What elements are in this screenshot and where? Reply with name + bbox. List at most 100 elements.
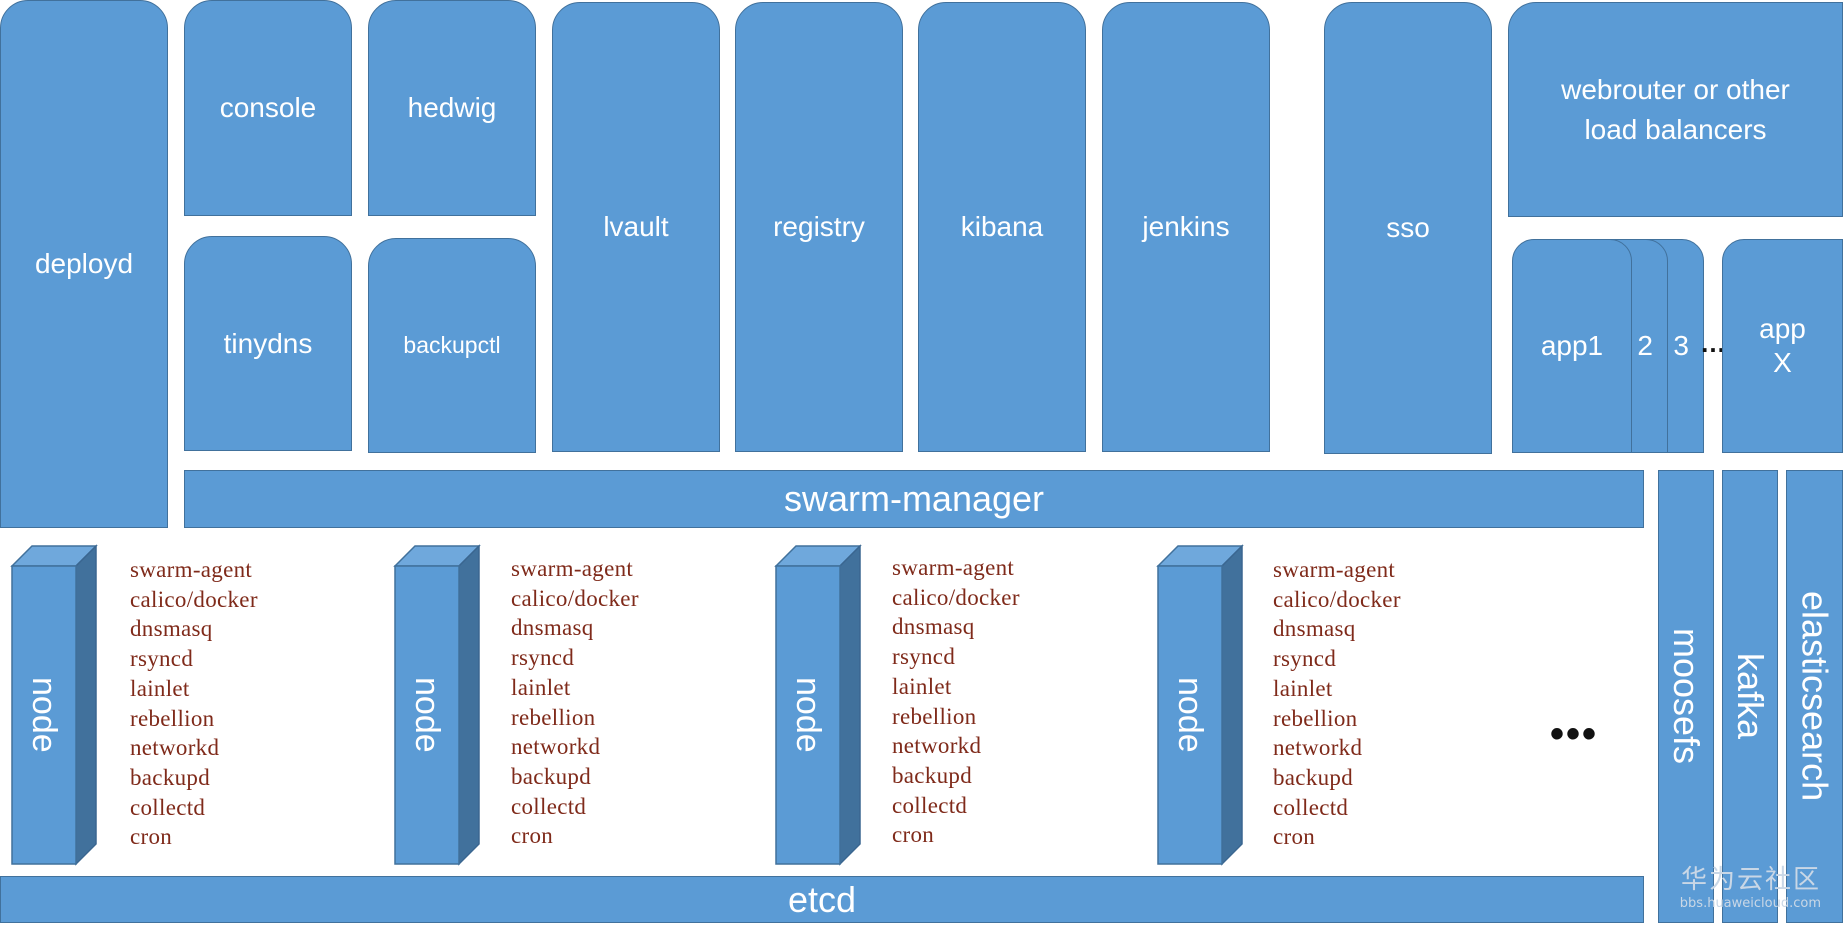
node-2-service-list: swarm-agent calico/docker dnsmasq rsyncd…: [511, 554, 639, 851]
console-block: console: [184, 0, 352, 216]
service-item: lainlet: [130, 675, 190, 701]
watermark-url: bbs.huaweicloud.com: [1679, 896, 1821, 911]
service-item: lainlet: [511, 674, 571, 700]
service-item: cron: [1273, 824, 1316, 850]
app-ellipsis: …: [1700, 328, 1726, 358]
service-item: rebellion: [892, 703, 977, 729]
app1-block: app1: [1512, 239, 1632, 453]
appx-label-line1: app: [1759, 313, 1806, 345]
swarm-manager-bar: swarm-manager: [184, 470, 1644, 528]
tinydns-label: tinydns: [223, 327, 313, 359]
etcd-bar: etcd: [0, 876, 1644, 923]
app3-label: 3: [1673, 330, 1689, 362]
service-item: rebellion: [1273, 705, 1358, 731]
registry-label: registry: [773, 211, 865, 243]
service-item: lainlet: [1273, 675, 1333, 701]
service-item: rsyncd: [1273, 646, 1337, 672]
node-4-service-list: swarm-agent calico/docker dnsmasq rsyncd…: [1273, 555, 1401, 852]
webrouter-label: webrouter or other load balancers: [1561, 74, 1790, 145]
service-item: dnsmasq: [1273, 616, 1356, 642]
service-item: swarm-agent: [130, 557, 253, 582]
kafka-label: kafka: [1730, 653, 1771, 740]
cube-2-icon: [393, 544, 481, 866]
lvault-label: lvault: [603, 211, 669, 243]
service-item: calico/docker: [1273, 586, 1401, 612]
cube-1-icon: [10, 544, 98, 866]
kibana-label: kibana: [960, 211, 1044, 243]
service-item: collectd: [1273, 794, 1349, 820]
jenkins-block: jenkins: [1102, 2, 1270, 452]
node-3: node: [774, 544, 862, 866]
service-item: networkd: [892, 733, 982, 759]
tinydns-block: tinydns: [184, 236, 352, 451]
moosefs-label: moosefs: [1666, 628, 1707, 765]
service-item: calico/docker: [892, 584, 1020, 610]
appx-block: app X: [1722, 239, 1843, 453]
node-3-service-list: swarm-agent calico/docker dnsmasq rsyncd…: [892, 553, 1020, 850]
service-item: backupd: [130, 764, 211, 790]
node-4-label: node: [1171, 677, 1209, 753]
more-nodes-ellipsis: •••: [1550, 712, 1599, 756]
service-item: cron: [892, 822, 935, 848]
elasticsearch-column: elasticsearch: [1786, 470, 1843, 923]
service-item: rsyncd: [130, 646, 194, 672]
service-item: networkd: [1273, 735, 1363, 761]
node-2-label: node: [408, 677, 446, 753]
service-item: dnsmasq: [511, 615, 594, 641]
service-item: rebellion: [130, 705, 215, 731]
backupctl-block: backupctl: [368, 238, 536, 453]
service-item: backupd: [1273, 764, 1354, 790]
service-item: collectd: [892, 792, 968, 818]
service-item: swarm-agent: [511, 556, 634, 581]
node-1-label: node: [25, 677, 63, 753]
node-4: node: [1156, 544, 1244, 866]
service-item: swarm-agent: [892, 555, 1015, 580]
service-item: swarm-agent: [1273, 557, 1396, 582]
swarm-manager-label: swarm-manager: [783, 478, 1045, 519]
deployd-block: deployd: [0, 0, 168, 528]
elasticsearch-label: elasticsearch: [1794, 591, 1836, 802]
cube-3-icon: [774, 544, 862, 866]
hedwig-block: hedwig: [368, 0, 536, 216]
kibana-block: kibana: [918, 2, 1086, 452]
watermark-title: 华为云社区: [1680, 865, 1821, 895]
webrouter-block: webrouter or other load balancers: [1508, 2, 1843, 217]
service-item: collectd: [511, 793, 587, 819]
deployd-label: deployd: [34, 248, 134, 280]
service-item: backupd: [511, 763, 592, 789]
backupctl-label: backupctl: [403, 332, 501, 359]
service-item: cron: [130, 824, 173, 850]
kafka-column: kafka: [1722, 470, 1778, 923]
hedwig-label: hedwig: [407, 92, 497, 124]
registry-block: registry: [735, 2, 903, 452]
service-item: calico/docker: [130, 586, 258, 612]
service-item: calico/docker: [511, 585, 639, 611]
service-item: rsyncd: [892, 644, 956, 670]
service-item: dnsmasq: [892, 614, 975, 640]
node-1-service-list: swarm-agent calico/docker dnsmasq rsyncd…: [130, 555, 258, 852]
app2-label: 2: [1637, 330, 1653, 362]
app1-label: app1: [1540, 330, 1604, 362]
service-item: networkd: [511, 734, 601, 760]
service-item: collectd: [130, 794, 206, 820]
sso-block: sso: [1324, 2, 1492, 454]
sso-label: sso: [1386, 212, 1430, 244]
node-1: node: [10, 544, 98, 866]
service-item: lainlet: [892, 673, 952, 699]
lvault-block: lvault: [552, 2, 720, 452]
console-label: console: [219, 92, 317, 124]
service-item: rebellion: [511, 704, 596, 730]
watermark: 华为云社区 bbs.huaweicloud.com: [1680, 859, 1821, 911]
service-item: dnsmasq: [130, 616, 213, 642]
etcd-label: etcd: [787, 878, 857, 920]
service-item: rsyncd: [511, 645, 575, 671]
service-item: cron: [511, 823, 554, 849]
moosefs-column: moosefs: [1658, 470, 1714, 923]
node-3-label: node: [789, 677, 827, 753]
service-item: backupd: [892, 762, 973, 788]
service-item: networkd: [130, 735, 220, 761]
appx-label-line2: X: [1773, 347, 1792, 378]
node-2: node: [393, 544, 481, 866]
jenkins-label: jenkins: [1142, 211, 1230, 243]
cube-4-icon: [1156, 544, 1244, 866]
